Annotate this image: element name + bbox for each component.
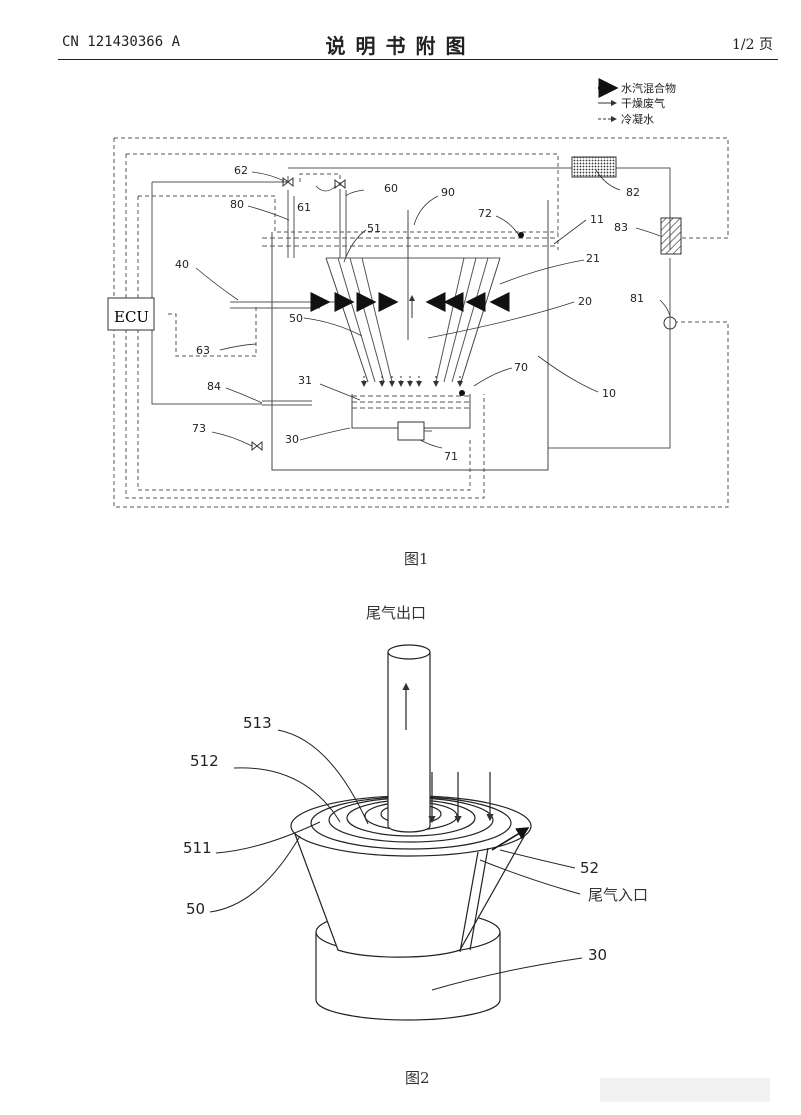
figure-1-text: 水汽混合物 干燥废气 冷凝水 ECU 62 61 60 90 82 80 72 …: [114, 81, 676, 568]
label-60: 60: [384, 182, 398, 195]
outlet-label: 尾气出口: [366, 604, 426, 622]
label-511: 511: [183, 839, 212, 857]
label-83: 83: [614, 221, 628, 234]
label-52: 52: [580, 859, 599, 877]
label-30: 30: [285, 433, 299, 446]
legend-dry-gas: 干燥废气: [621, 96, 665, 110]
legend: [598, 78, 619, 122]
label-50-fig2: 50: [186, 900, 205, 918]
header-rule: [58, 59, 778, 60]
label-82: 82: [626, 186, 640, 199]
label-84: 84: [207, 380, 221, 393]
label-513: 513: [243, 714, 272, 732]
component-71: [397, 421, 425, 441]
inlet-label: 尾气入口: [588, 886, 648, 904]
label-20: 20: [578, 295, 592, 308]
scan-artifact: [600, 1078, 770, 1102]
label-72: 72: [478, 207, 492, 220]
label-40: 40: [175, 258, 189, 271]
figure-1-caption: 图1: [404, 550, 429, 568]
component-83: [660, 217, 682, 255]
label-63: 63: [196, 344, 210, 357]
label-11: 11: [590, 213, 604, 226]
page-title: 说明书附图: [325, 34, 476, 58]
valve-73: [251, 440, 263, 452]
sensor-70: [459, 390, 465, 396]
label-61: 61: [297, 201, 311, 214]
label-21: 21: [586, 252, 600, 265]
label-70: 70: [514, 361, 528, 374]
label-62: 62: [234, 164, 248, 177]
label-30-fig2: 30: [588, 946, 607, 964]
legend-condensate: 冷凝水: [621, 112, 654, 126]
figure-2: [209, 644, 583, 1021]
label-31: 31: [298, 374, 312, 387]
label-80: 80: [230, 198, 244, 211]
figure-2-caption: 图2: [405, 1069, 430, 1087]
figure-1: [107, 78, 729, 508]
figure-2-text: 尾气出口 513 512 511 50 52 尾气入口 30 图2: [183, 604, 648, 1087]
label-81: 81: [630, 292, 644, 305]
label-90: 90: [441, 186, 455, 199]
component-82: [571, 156, 617, 178]
label-51: 51: [367, 222, 381, 235]
sensor-72: [518, 232, 524, 238]
valve-62: [282, 176, 294, 188]
pump-81: [663, 316, 677, 330]
label-10: 10: [602, 387, 616, 400]
label-71: 71: [444, 450, 458, 463]
legend-vapor: 水汽混合物: [621, 81, 676, 95]
label-73: 73: [192, 422, 206, 435]
label-512: 512: [190, 752, 219, 770]
ecu-label: ECU: [114, 308, 149, 326]
ecu-box: [107, 297, 155, 331]
valve-61: [334, 178, 346, 190]
label-50: 50: [289, 312, 303, 325]
patent-number: CN 121430366 A: [62, 34, 181, 50]
page-number: 1/2 页: [732, 37, 773, 53]
